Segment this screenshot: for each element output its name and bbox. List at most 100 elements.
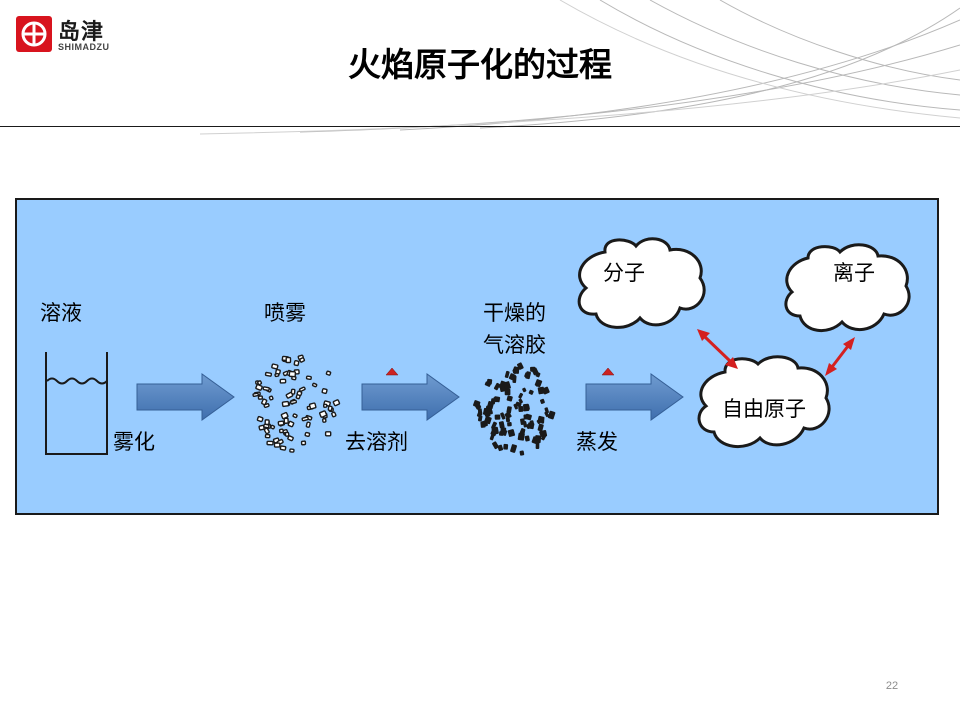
particle: [507, 422, 512, 427]
particle: [308, 402, 317, 410]
particle: [268, 395, 274, 401]
particle: [493, 397, 498, 403]
particle: [528, 389, 534, 395]
particle: [289, 399, 298, 405]
particle: [281, 400, 290, 408]
particle: [503, 381, 511, 390]
particle: [305, 375, 312, 380]
particle: [520, 418, 526, 425]
particle: [512, 367, 518, 374]
particle: [491, 426, 499, 435]
particle: [300, 440, 307, 446]
particle: [525, 371, 531, 380]
cloud-free-atom: [697, 355, 831, 449]
label-dry-aerosol-line1: 干燥的: [483, 301, 546, 325]
particle: [525, 404, 530, 411]
particle: [284, 431, 290, 437]
particle: [547, 410, 556, 420]
particle: [322, 418, 327, 423]
particle: [277, 420, 285, 426]
particle: [264, 371, 273, 377]
particle: [521, 429, 526, 436]
particle: [519, 450, 525, 456]
particle: [258, 424, 265, 431]
label-desolvate: 去溶剂: [345, 430, 408, 454]
particle: [274, 372, 280, 378]
particle: [289, 448, 295, 453]
label-nebulize: 雾化: [113, 430, 155, 454]
particle: [522, 387, 527, 393]
particle: [311, 382, 318, 388]
label-evaporate: 蒸发: [576, 430, 618, 454]
particle: [541, 418, 545, 424]
particle: [500, 412, 506, 420]
particle: [304, 431, 311, 438]
particle: [476, 411, 483, 418]
label-molecule: 分子: [603, 261, 645, 285]
label-free-atom: 自由原子: [722, 397, 806, 421]
particle: [484, 381, 491, 387]
particle: [494, 414, 501, 420]
particle: [504, 411, 512, 419]
particle: [292, 413, 298, 419]
double-arrow-molecule-atom: [697, 329, 738, 369]
particle: [504, 388, 511, 396]
particle: [493, 382, 501, 391]
heat-marker: [385, 367, 399, 376]
particle: [325, 370, 332, 376]
particle: [498, 421, 505, 429]
particle: [518, 398, 523, 404]
particle: [299, 357, 306, 363]
particle: [513, 403, 518, 410]
particle: [293, 360, 300, 367]
particle: [515, 401, 522, 408]
particle: [486, 400, 495, 410]
particle: [288, 370, 297, 378]
particle: [273, 442, 281, 448]
particle: [539, 430, 544, 437]
particle: [278, 428, 284, 434]
shimadzu-logo-icon: [16, 16, 52, 52]
particle: [263, 427, 270, 435]
particle: [534, 379, 543, 388]
particle: [504, 370, 510, 379]
particle: [536, 419, 542, 425]
particle: [518, 392, 524, 399]
particle: [540, 398, 545, 404]
aerosol-particles: [473, 362, 556, 456]
particle: [531, 367, 539, 376]
particle: [484, 416, 492, 425]
particle: [287, 420, 295, 428]
particle: [510, 444, 518, 453]
cloud-ion: [784, 243, 911, 332]
particle: [263, 403, 270, 408]
particle: [301, 416, 309, 422]
particle: [332, 399, 341, 407]
particle: [500, 427, 507, 434]
particle: [506, 406, 512, 414]
particle: [497, 444, 504, 452]
particle: [491, 421, 497, 430]
particle: [327, 405, 333, 412]
particle: [279, 445, 287, 451]
particle: [482, 407, 491, 416]
particle: [255, 383, 263, 391]
particle: [257, 395, 264, 400]
label-dry-aerosol-line2: 气溶胶: [483, 333, 546, 357]
particle: [283, 417, 289, 424]
process-panel: [15, 198, 939, 515]
logo-text-en: SHIMADZU: [58, 42, 110, 52]
particle: [524, 435, 530, 442]
arrow-nebulize: [136, 373, 235, 421]
particle: [271, 363, 279, 370]
heat-marker: [601, 367, 615, 376]
particle: [305, 421, 311, 428]
label-solution: 溶液: [40, 301, 82, 325]
particle: [534, 435, 542, 444]
particle: [518, 405, 524, 413]
particle: [527, 422, 535, 430]
logo-text-cn: 岛津: [58, 20, 105, 45]
particle: [287, 435, 294, 442]
header-divider: [0, 126, 960, 127]
